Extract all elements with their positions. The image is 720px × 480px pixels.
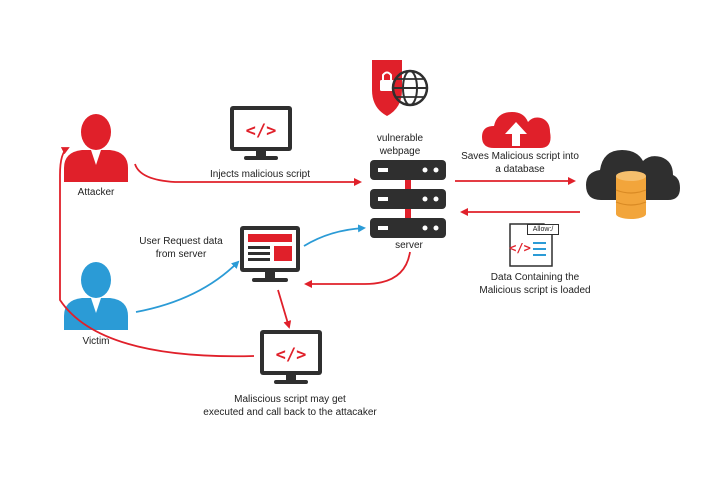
vulnerable-label-line2: webpage: [379, 146, 421, 157]
saves-label: Saves Malicious script into a database: [450, 150, 590, 176]
monitor-webpage-icon: [240, 226, 300, 282]
callback-label: Maliscious script may get executed and c…: [185, 393, 395, 419]
user-request-line2: from server: [155, 249, 207, 260]
arrow-monitor-to-script: [277, 289, 292, 329]
monitor-code-icon: </>: [260, 330, 322, 384]
shield-lock-globe-icon: [372, 60, 429, 116]
arrow-inject: [134, 163, 362, 186]
attacker-label: Attacker: [77, 187, 115, 198]
vulnerable-webpage-label: vulnerable webpage: [360, 132, 440, 158]
monitor-code-icon: </>: [230, 106, 292, 160]
data-loaded-line2: Malicious script is loaded: [479, 285, 591, 296]
allow-badge: Allow:/: [527, 224, 559, 235]
cloud-upload-icon: [482, 112, 551, 148]
svg-text:</>: </>: [509, 241, 531, 255]
saves-label-line1: Saves Malicious script into: [461, 151, 579, 162]
svg-text:</>: </>: [246, 121, 277, 141]
server-stack-icon: [370, 160, 446, 238]
victim-icon: [64, 262, 128, 330]
vulnerable-label-line1: vulnerable: [376, 133, 424, 144]
cloud-database-icon: [586, 150, 680, 219]
data-loaded-label: Data Containing the Malicious script is …: [460, 271, 610, 297]
injects-label: Injects malicious script: [209, 169, 311, 180]
callback-line2: executed and call back to the attacaker: [203, 407, 377, 418]
arrow-server-response: [304, 251, 411, 288]
svg-text:</>: </>: [276, 345, 307, 365]
server-label: server: [395, 240, 423, 251]
arrow-monitor-to-server: [303, 224, 366, 247]
attacker-icon: [64, 114, 128, 182]
callback-line1: Maliscious script may get: [234, 394, 346, 405]
arrow-callback: [59, 147, 255, 358]
user-request-label: User Request data from server: [125, 235, 237, 261]
arrow-victim-request: [135, 260, 240, 313]
data-loaded-line1: Data Containing the: [490, 272, 580, 283]
victim-label: Victim: [82, 336, 110, 347]
saves-label-line2: a database: [495, 164, 545, 175]
user-request-line1: User Request data: [139, 236, 223, 247]
